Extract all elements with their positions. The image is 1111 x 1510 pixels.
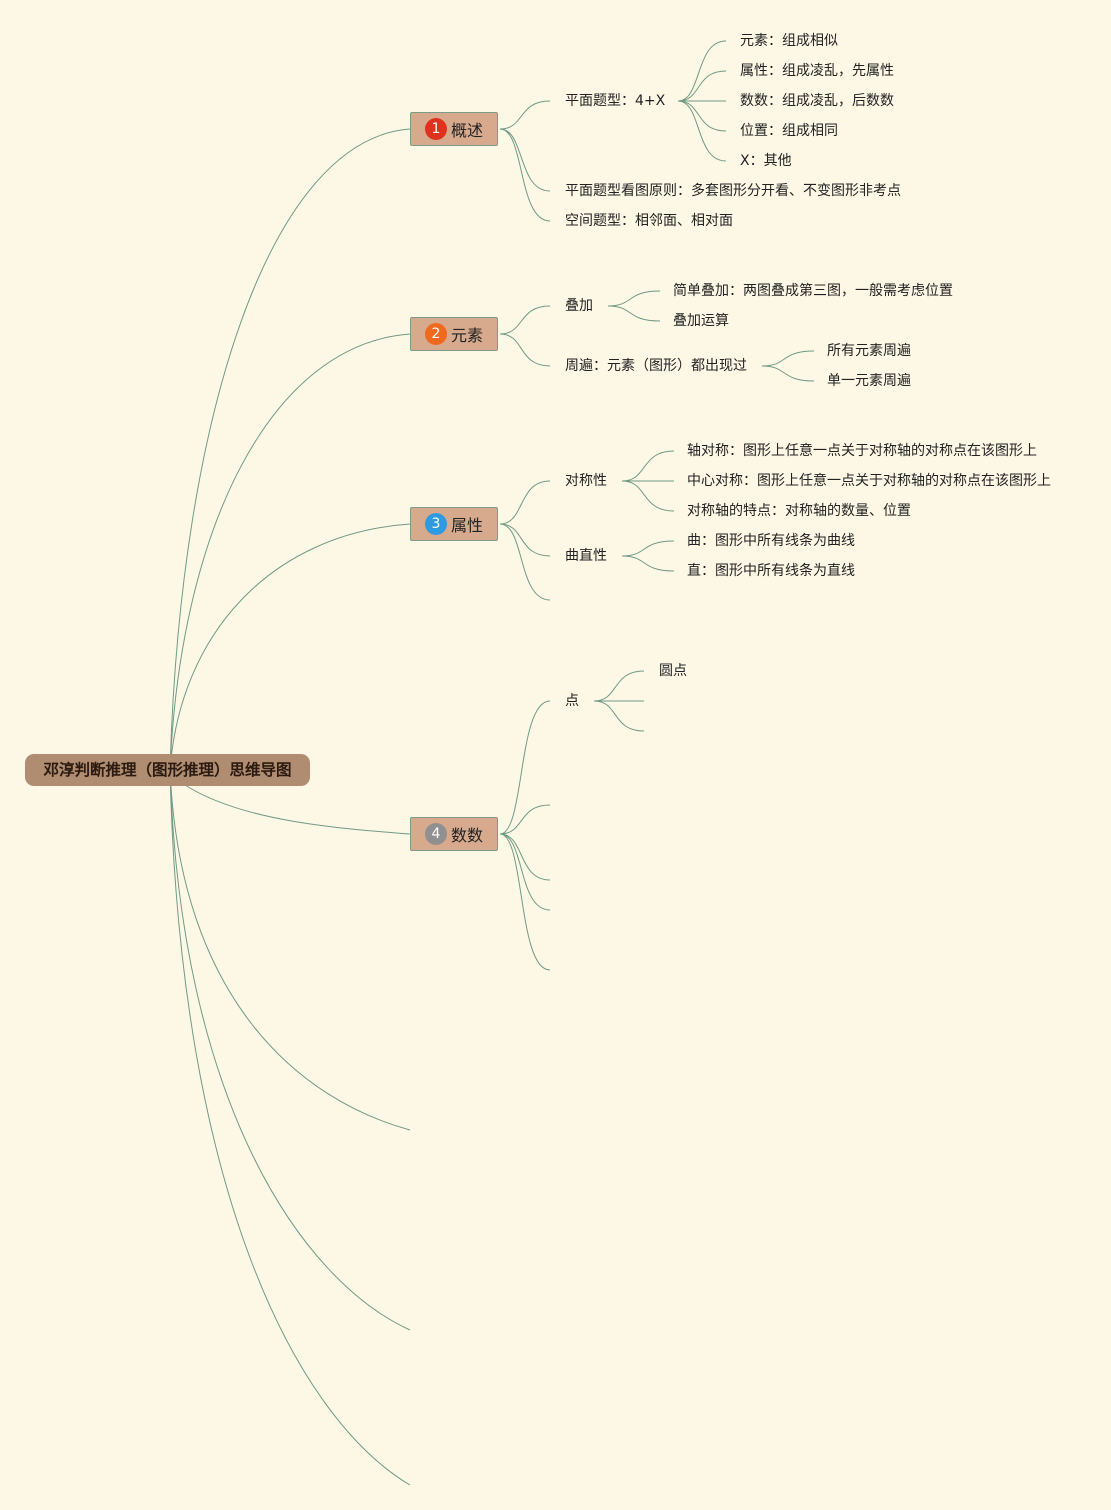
branch-number-badge: 2 — [424, 323, 447, 345]
node-symmetry-item[interactable]: 轴对称：图形上任意一点关于对称轴的对称点在该图形上 — [687, 443, 1037, 459]
branch-link — [499, 128, 551, 192]
node-viewing-principle[interactable]: 平面题型看图原则：多套图形分开看、不变图形非考点 — [565, 183, 901, 199]
node-space-types[interactable]: 空间题型：相邻面、相对面 — [565, 213, 733, 229]
node-plane-types[interactable]: 平面题型：4+X — [565, 93, 666, 109]
node-curvature-item[interactable]: 曲：图形中所有线条为曲线 — [687, 533, 855, 549]
branch-overview[interactable]: 1 概述 — [410, 112, 498, 146]
branch-attributes[interactable]: 3 属性 — [410, 507, 498, 541]
sub-link — [621, 450, 675, 482]
branch-link — [499, 833, 551, 911]
node-symmetry-item[interactable]: 中心对称：图形上任意一点关于对称轴的对称点在该图形上 — [687, 473, 1051, 489]
branch-number-badge: 3 — [424, 513, 447, 535]
node-traverse-item[interactable]: 单一元素周遍 — [827, 373, 911, 389]
branch-number-badge: 4 — [424, 823, 447, 845]
root-link — [184, 784, 411, 835]
sub-link — [761, 365, 815, 382]
branch-link — [499, 523, 551, 601]
node-curvature[interactable]: 曲直性 — [565, 548, 607, 564]
root-link — [169, 128, 411, 771]
branch-link — [499, 100, 551, 130]
sub-link — [607, 290, 661, 307]
sub-link — [607, 305, 661, 322]
node-overlay[interactable]: 叠加 — [565, 298, 593, 314]
sub-link — [677, 70, 727, 102]
node-plane-type-item[interactable]: 数数：组成凌乱，后数数 — [740, 93, 894, 109]
sub-link — [621, 540, 675, 557]
root-link — [169, 333, 411, 771]
node-point[interactable]: 点 — [565, 693, 579, 709]
branch-link — [499, 833, 551, 881]
branch-link — [499, 700, 551, 835]
node-traverse[interactable]: 周遍：元素（图形）都出现过 — [565, 358, 747, 374]
branch-link — [499, 305, 551, 335]
node-symmetry[interactable]: 对称性 — [565, 473, 607, 489]
branch-label: 属性 — [450, 516, 483, 535]
sub-link — [761, 350, 815, 367]
sub-link — [621, 555, 675, 572]
sub-link — [677, 100, 727, 132]
branch-link — [499, 128, 551, 222]
node-curvature-item[interactable]: 直：图形中所有线条为直线 — [687, 563, 855, 579]
node-plane-type-item[interactable]: 位置：组成相同 — [740, 123, 838, 139]
branch-label: 元素 — [450, 326, 483, 345]
root-link — [169, 769, 411, 1331]
branch-link — [499, 804, 551, 835]
branch-elements[interactable]: 2 元素 — [410, 317, 498, 351]
branch-counting[interactable]: 4 数数 — [410, 817, 498, 851]
root-link — [169, 523, 411, 771]
root-link — [169, 769, 411, 1486]
branch-label: 概述 — [450, 121, 483, 140]
node-plane-type-item[interactable]: 元素：组成相似 — [740, 33, 838, 49]
node-overlay-item[interactable]: 叠加运算 — [673, 313, 729, 329]
sub-link — [593, 700, 645, 732]
branch-number-badge: 1 — [424, 118, 447, 140]
node-overlay-item[interactable]: 简单叠加：两图叠成第三图，一般需考虑位置 — [673, 283, 953, 299]
sub-link — [677, 100, 727, 162]
node-point-item[interactable]: 圆点 — [659, 663, 687, 679]
branch-link — [499, 333, 551, 367]
branch-link — [499, 523, 551, 557]
branch-label: 数数 — [450, 826, 483, 845]
node-plane-type-item[interactable]: 属性：组成凌乱，先属性 — [740, 63, 894, 79]
node-plane-type-item[interactable]: X：其他 — [740, 153, 792, 169]
sub-link — [677, 40, 727, 102]
root-topic[interactable]: 邓淳判断推理（图形推理）思维导图 — [25, 754, 310, 786]
node-traverse-item[interactable]: 所有元素周遍 — [827, 343, 911, 359]
branch-link — [499, 480, 551, 525]
branch-link — [499, 833, 551, 971]
sub-link — [621, 480, 675, 512]
node-symmetry-item[interactable]: 对称轴的特点：对称轴的数量、位置 — [687, 503, 911, 519]
sub-link — [593, 670, 645, 702]
root-link — [169, 769, 411, 1131]
